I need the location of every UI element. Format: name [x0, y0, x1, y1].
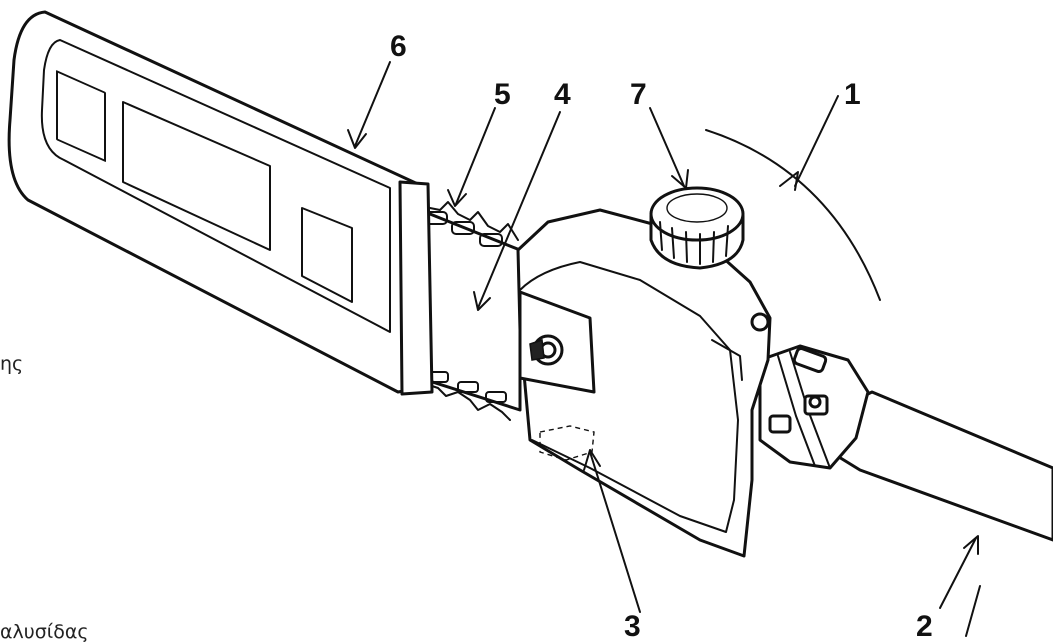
leader-arrow-1: [779, 171, 799, 191]
callout-2: 2: [916, 610, 933, 643]
callout-4: 4: [554, 78, 571, 111]
callout-1: 1: [844, 78, 861, 111]
guide-bar: [418, 208, 522, 412]
leader-arrow-5: [447, 189, 467, 207]
leader-arrow-4: [473, 291, 491, 311]
side-text-line2: αλυσίδας: [0, 621, 89, 643]
leader-line-4: [477, 111, 561, 309]
callout-3: 3: [624, 610, 641, 643]
leader-line-3: [589, 451, 641, 613]
gearcase: [516, 208, 772, 558]
leader-arrow-3: [583, 449, 601, 471]
saw-chain: [419, 201, 519, 421]
callout-7: 7: [630, 78, 647, 111]
leader-line-7: [649, 107, 685, 187]
leader-lines: [347, 61, 981, 637]
chain-scabbard: [7, 10, 434, 396]
callout-6: 6: [390, 30, 407, 63]
leader-line-5: [455, 107, 496, 205]
leader-arrow-2: [963, 535, 979, 555]
side-text-line1: ης: [0, 353, 23, 375]
shaft-clamp: [758, 344, 870, 470]
leader-line-2: [939, 537, 977, 609]
leader-line-2b: [965, 585, 981, 637]
chain-arc-indicator: [705, 129, 881, 301]
leader-line-1: [794, 95, 839, 187]
leader-line-6: [354, 61, 391, 147]
oil-tank-cap: [649, 186, 745, 270]
callout-5: 5: [494, 78, 511, 111]
leader-arrow-7: [671, 169, 689, 189]
leader-arrow-6: [347, 129, 367, 149]
